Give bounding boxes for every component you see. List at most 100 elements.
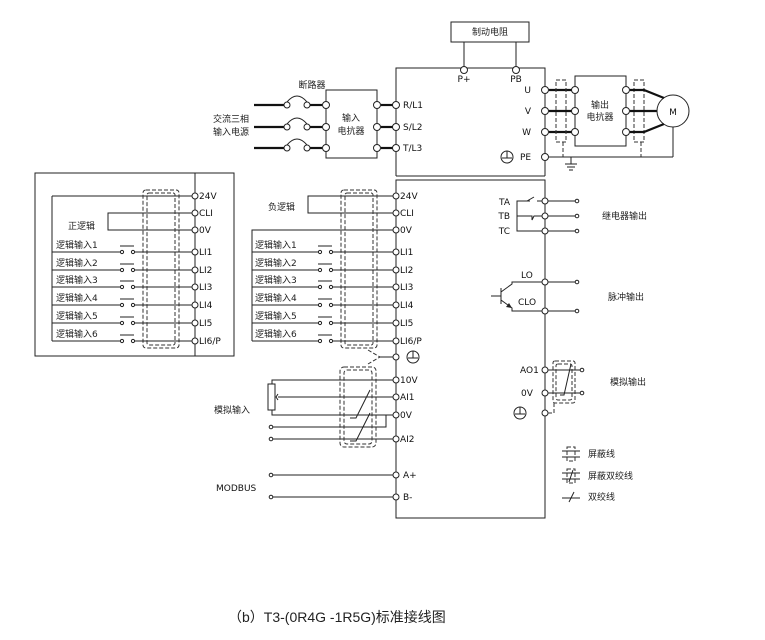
logic-input-label: 逻辑输入4 [56, 292, 98, 304]
twisted-pair-icon [562, 491, 580, 503]
drive-control-section [395, 179, 546, 519]
terminal-pb [512, 66, 520, 74]
analog-output-label: 模拟输出 [610, 376, 646, 388]
label-clo: CLO [518, 298, 536, 308]
modbus-section: MODBUS A+ B- [216, 471, 417, 503]
modbus-label: MODBUS [216, 484, 257, 494]
logic-input-row: 逻辑输入3 [252, 274, 393, 290]
label-p-plus: P+ [458, 75, 471, 85]
terminal-positive-li3 [191, 283, 199, 291]
legend-label-1: 屏蔽双绞线 [588, 470, 633, 482]
terminal-negative-0v [392, 226, 400, 234]
logic-input-label: 逻辑输入1 [255, 239, 297, 251]
terminal-positive-li1 [191, 248, 199, 256]
label-sl2: S/L2 [403, 123, 423, 133]
output-power: U V W 输出 电抗器 M PE [500, 75, 690, 171]
label-u: U [524, 86, 531, 96]
logic-input-row: 逻辑输入3 [52, 274, 192, 290]
logic-input-label: 逻辑输入5 [56, 310, 98, 322]
terminal-label: CLI [199, 209, 213, 219]
logic-input-row: 逻辑输入4 [52, 292, 192, 308]
shielded-wire-icon [562, 446, 580, 462]
terminal-negative-li1 [392, 248, 400, 256]
terminal-label: LI5 [199, 319, 212, 329]
logic-input-label: 逻辑输入6 [56, 328, 98, 340]
earth-ground-icon [565, 157, 577, 171]
potentiometer [267, 383, 276, 411]
terminal-negative-li3 [392, 283, 400, 291]
shielded-twisted-pair-icon [562, 468, 580, 484]
legend-label-0: 屏蔽线 [588, 448, 615, 460]
brake-resistor-label: 制动电阻 [472, 26, 508, 38]
terminal-label: 24V [400, 192, 418, 202]
terminal-label: LI6/P [400, 337, 422, 347]
terminal-label: LI5 [400, 319, 413, 329]
terminal-pe [541, 153, 549, 161]
label-ai2: AI2 [400, 435, 415, 445]
label-a-plus: A+ [403, 471, 417, 481]
input-reactor [325, 89, 378, 159]
label-tl3: T/L3 [402, 144, 422, 154]
terminal-label: CLI [400, 209, 414, 219]
relay-output-label: 继电器输出 [602, 210, 647, 222]
terminal-v [541, 107, 549, 115]
ground-icon [500, 150, 514, 164]
terminal-p-plus [460, 66, 468, 74]
ac-input-label-2: 输入电源 [213, 126, 249, 138]
relay-output-section: TA TB TC 继电器输出 [497, 196, 647, 237]
shield-ground [367, 349, 420, 365]
terminal-negative-cli [392, 209, 400, 217]
input-reactor-label-2: 电抗器 [337, 125, 364, 137]
label-b-minus: B- [403, 493, 412, 503]
terminal-label: LI2 [400, 266, 413, 276]
output-reactor [574, 75, 627, 147]
ground-icon [406, 350, 420, 364]
pulse-output-section: LO CLO 脉冲输出 [491, 271, 644, 315]
breaker-label: 断路器 [298, 79, 325, 91]
label-tb: TB [497, 212, 510, 222]
terminal-sl2 [392, 123, 400, 131]
label-10v: 10V [400, 376, 418, 386]
terminal-positive-24v [191, 192, 199, 200]
terminal-label: 0V [400, 226, 413, 236]
logic-input-row: 逻辑输入6 [252, 328, 393, 344]
terminal-rl1 [392, 101, 400, 109]
logic-input-row: 逻辑输入5 [252, 310, 393, 326]
label-w: W [522, 128, 531, 138]
terminal-negative-li6-p [392, 337, 400, 345]
positive-logic-title: 正逻辑 [68, 220, 95, 232]
terminal-label: LI3 [199, 283, 212, 293]
terminal-tl3 [392, 144, 400, 152]
label-0v-ai: 0V [400, 411, 413, 421]
terminal-label: LI1 [199, 248, 212, 258]
logic-input-row: 逻辑输入1 [252, 239, 393, 255]
ground-icon [513, 406, 527, 420]
logic-input-label: 逻辑输入6 [255, 328, 297, 340]
analog-input-section: 模拟输入 10V AI1 0V AI2 [214, 366, 418, 448]
terminal-label: LI4 [199, 301, 213, 311]
logic-input-row: 逻辑输入2 [52, 257, 192, 273]
label-ai1: AI1 [400, 393, 415, 403]
terminal-negative-24v [392, 192, 400, 200]
terminal-label: LI4 [400, 301, 414, 311]
logic-input-label: 逻辑输入2 [56, 257, 98, 269]
logic-input-row: 逻辑输入2 [252, 257, 393, 273]
pulse-output-label: 脉冲输出 [608, 291, 644, 303]
legend-label-2: 双绞线 [588, 491, 615, 503]
transistor-icon [491, 281, 542, 312]
logic-input-label: 逻辑输入3 [255, 274, 297, 286]
terminal-label: 24V [199, 192, 217, 202]
terminal-negative-li2 [392, 266, 400, 274]
label-rl1: R/L1 [403, 101, 423, 111]
negative-logic-panel: 负逻辑 [251, 189, 396, 349]
terminal-positive-cli [191, 209, 199, 217]
terminal-label: 0V [199, 226, 212, 236]
label-ta: TA [498, 198, 511, 208]
negative-logic-title: 负逻辑 [268, 201, 295, 213]
label-v: V [525, 107, 532, 117]
logic-input-label: 逻辑输入5 [255, 310, 297, 322]
label-0v-ao: 0V [521, 389, 534, 399]
terminal-positive-0v [191, 226, 199, 234]
logic-input-label: 逻辑输入1 [56, 239, 98, 251]
